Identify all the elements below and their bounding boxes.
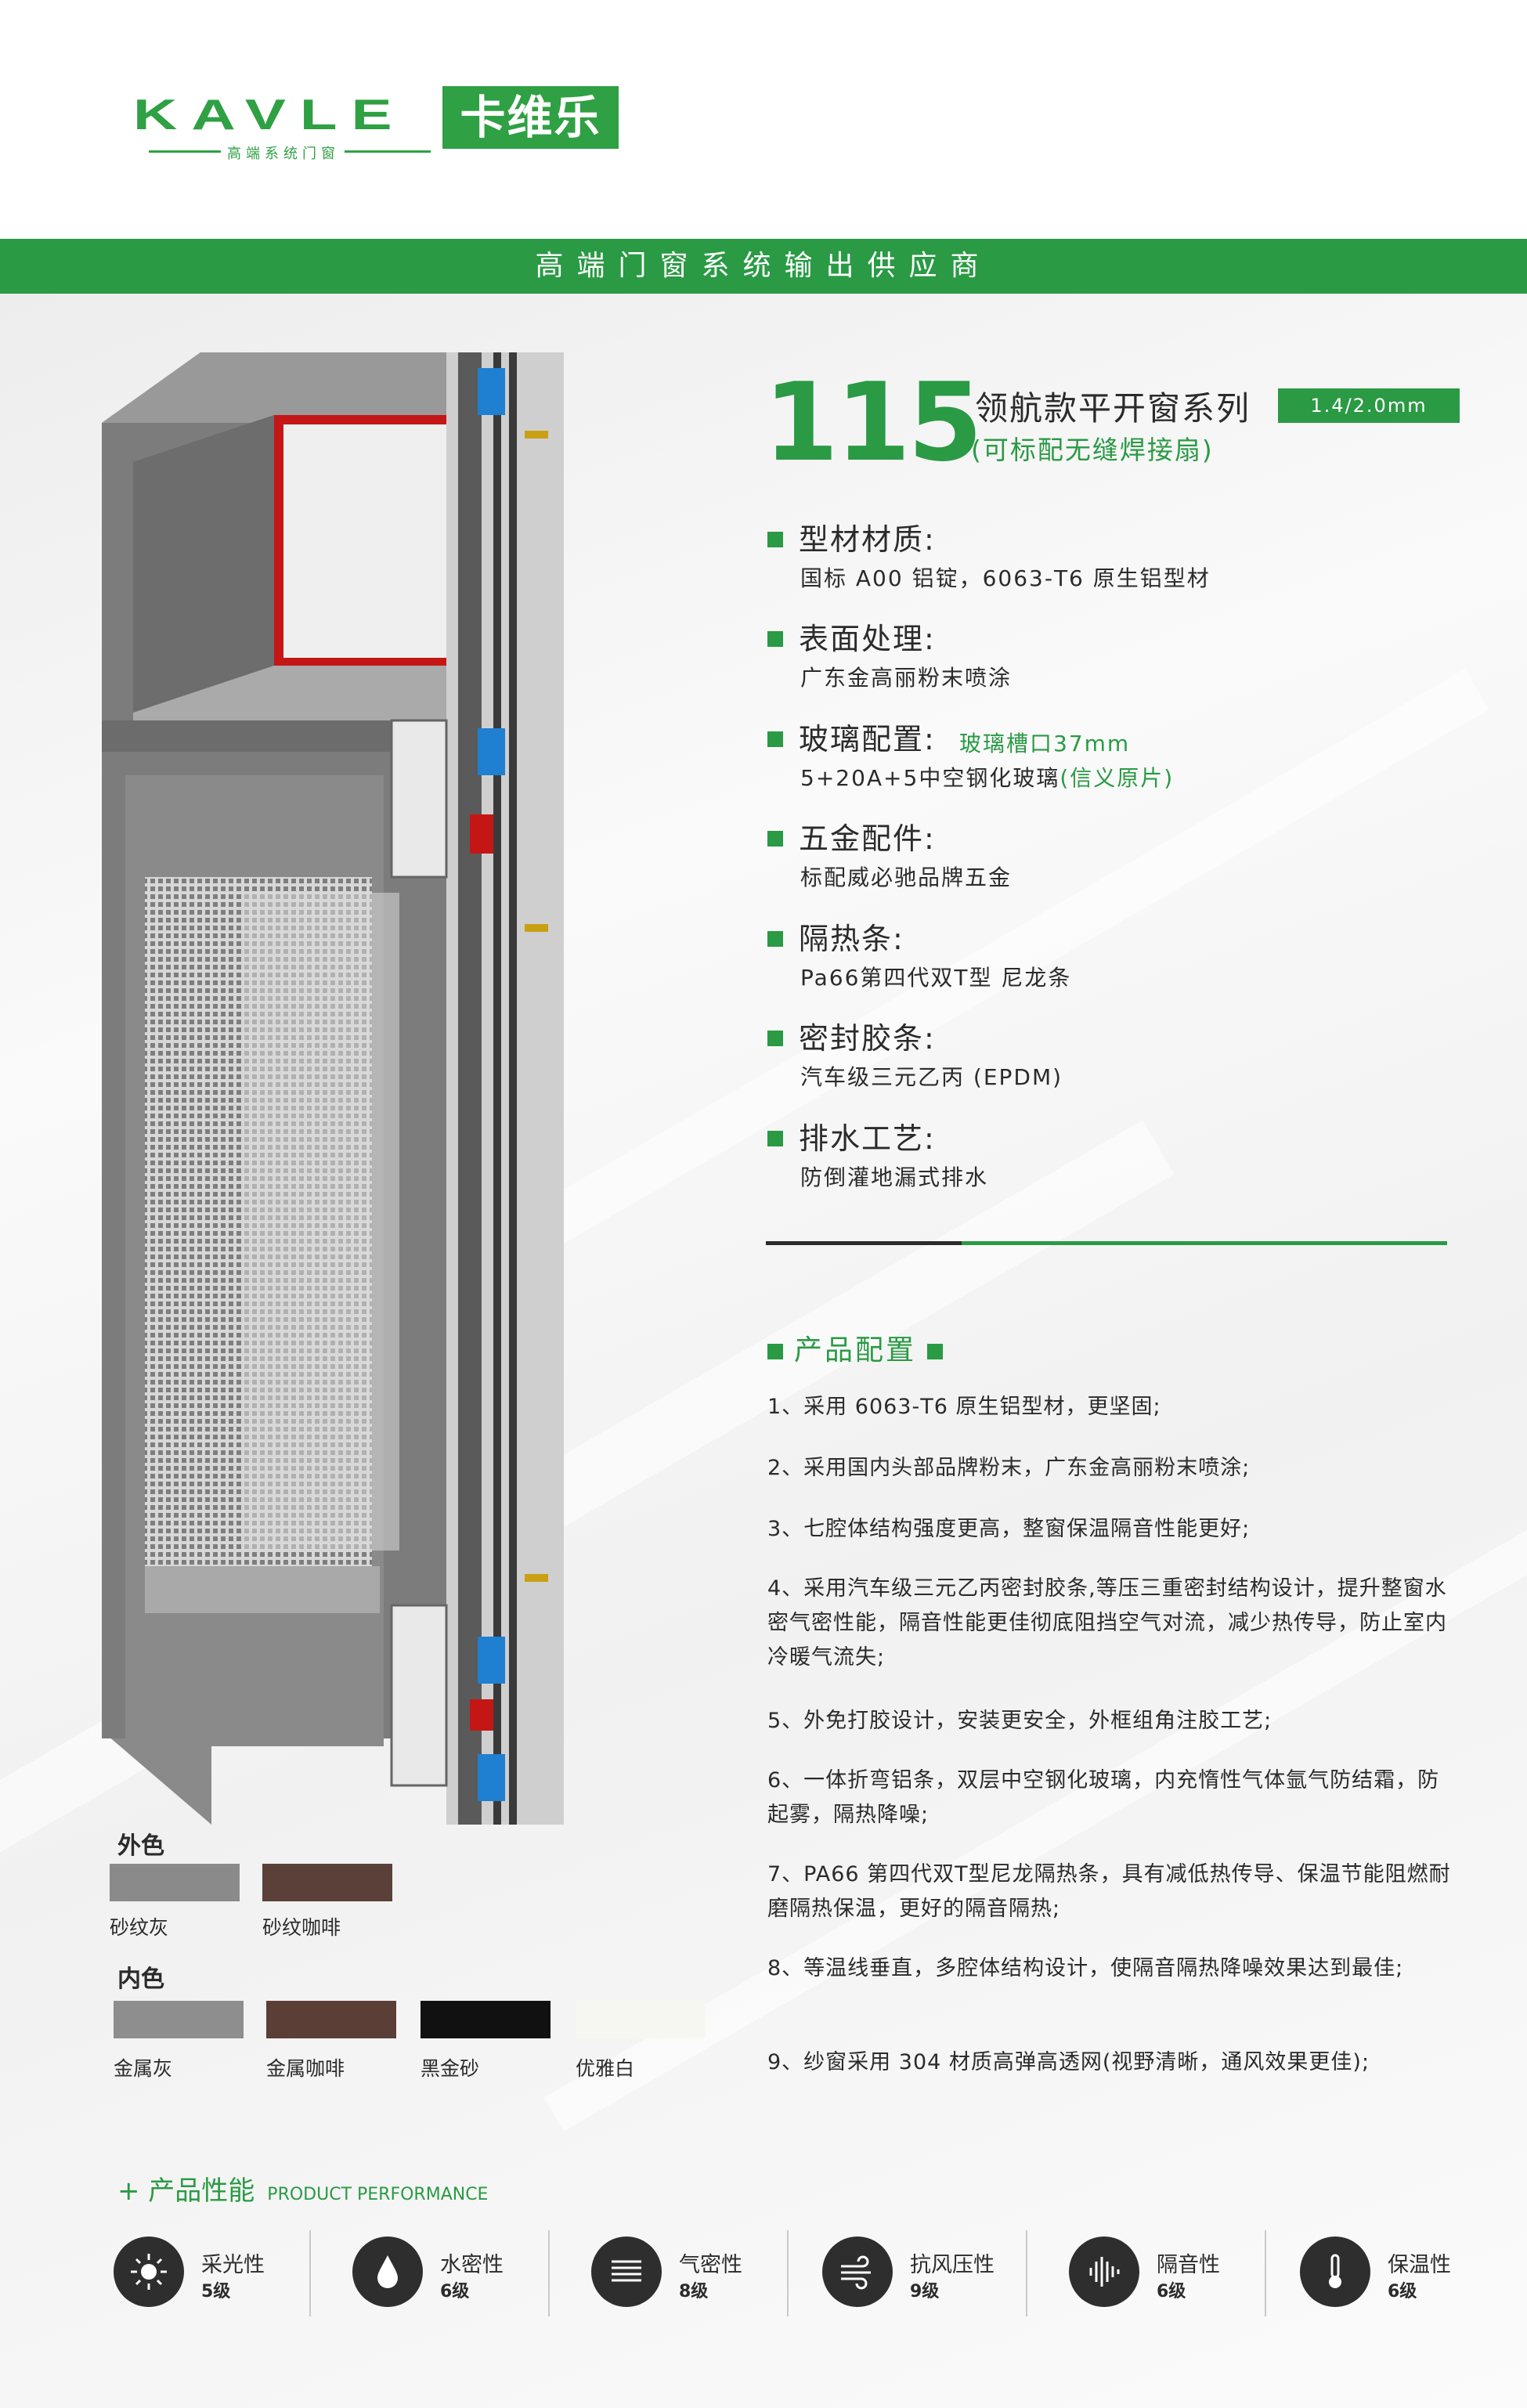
swatch-label: 优雅白 bbox=[576, 2057, 635, 2080]
bullet-square bbox=[767, 631, 783, 647]
perf-level: 6级 bbox=[1388, 2282, 1417, 2301]
spec-value: 汽车级三元乙丙 (EPDM) bbox=[800, 1064, 1063, 1090]
perf-name: 保温性 bbox=[1388, 2253, 1451, 2277]
divider-green bbox=[962, 1241, 1447, 1245]
swatch-label: 金属灰 bbox=[114, 2057, 173, 2080]
air-lines-icon bbox=[591, 2237, 662, 2307]
spec-label: 表面处理: bbox=[799, 622, 936, 656]
spec-value: 国标 A00 铝锭，6063-T6 原生铝型材 bbox=[800, 565, 1211, 591]
perf-divider bbox=[1026, 2230, 1027, 2316]
perf-level: 6级 bbox=[1157, 2282, 1186, 2301]
spec-note: 玻璃槽口37mm bbox=[959, 731, 1131, 756]
swatch-label: 黑金砂 bbox=[421, 2057, 480, 2080]
sun-icon bbox=[114, 2237, 184, 2307]
perf-name: 隔音性 bbox=[1157, 2253, 1220, 2277]
perf-name: 气密性 bbox=[679, 2253, 742, 2277]
series-subtitle: (可标配无缝焊接扇) bbox=[971, 435, 1214, 465]
config-heading-text: 产品配置 bbox=[794, 1334, 917, 1366]
perf-sound-insulation: 隔音性 6级 bbox=[1069, 2232, 1304, 2318]
swatch-elegant-white bbox=[576, 2001, 706, 2038]
logo-tagline-line-right bbox=[345, 150, 431, 153]
spec-label: 排水工艺: bbox=[799, 1121, 936, 1156]
bullet-square bbox=[927, 1344, 944, 1359]
swatch-black-gold bbox=[421, 2001, 551, 2038]
perf-level: 5级 bbox=[201, 2282, 231, 2301]
swatch-metal-grey bbox=[114, 2001, 244, 2038]
performance-heading: + 产品性能 PRODUCT PERFORMANCE bbox=[117, 2169, 488, 2208]
perf-name: 水密性 bbox=[440, 2253, 504, 2277]
series-number: 115 bbox=[764, 359, 983, 486]
spec-value: 5+20A+5中空钢化玻璃 bbox=[800, 765, 1060, 791]
config-item: 3、七腔体结构强度更高，整窗保温隔音性能更好; bbox=[767, 1517, 1251, 1541]
config-item: 8、等温线垂直，多腔体结构设计，使隔音隔热降噪效果达到最佳; bbox=[767, 1956, 1404, 1980]
perf-level: 6级 bbox=[440, 2282, 470, 2301]
divider-dark bbox=[766, 1241, 962, 1245]
performance-heading-text: + 产品性能 bbox=[117, 2175, 255, 2207]
inner-color-heading: 内色 bbox=[117, 1966, 164, 1993]
perf-divider bbox=[787, 2230, 789, 2316]
water-drop-icon bbox=[352, 2237, 423, 2307]
swatch-sand-coffee bbox=[262, 1864, 392, 1901]
thermometer-icon bbox=[1300, 2237, 1370, 2307]
config-item: 4、采用汽车级三元乙丙密封胶条,等压三重密封结构设计，提升整窗水密气密性能，隔音… bbox=[767, 1576, 1447, 1670]
config-item: 6、一体折弯铝条，双层中空钢化玻璃，内充惰性气体氩气防结霜，防起雾，隔热降噪; bbox=[767, 1768, 1440, 1827]
swatch-metal-coffee bbox=[266, 2001, 396, 2038]
spec-value: 广东金高丽粉末喷涂 bbox=[800, 665, 1013, 691]
logo-wordmark: KAVLE bbox=[133, 90, 406, 139]
spec-label: 五金配件: bbox=[799, 821, 936, 856]
swatch-label: 砂纹咖啡 bbox=[262, 1916, 341, 1939]
outer-color-heading: 外色 bbox=[117, 1832, 164, 1860]
perf-divider bbox=[309, 2230, 311, 2316]
bullet-square bbox=[767, 532, 783, 547]
logo-tagline-line-left bbox=[149, 150, 221, 153]
perf-wind-pressure: 抗风压性 9级 bbox=[822, 2232, 1057, 2318]
perf-divider bbox=[548, 2230, 550, 2316]
window-cross-section-image bbox=[102, 345, 650, 1832]
logo-tagline: 高端系统门窗 bbox=[227, 146, 340, 162]
brand-logo: KAVLE 高端系统门窗 卡维乐 bbox=[133, 78, 634, 164]
spec-value: 标配威必驰品牌五金 bbox=[800, 865, 1013, 890]
spec-label: 隔热条: bbox=[799, 922, 904, 956]
config-item: 1、采用 6063-T6 原生铝型材，更坚固; bbox=[767, 1395, 1161, 1419]
perf-level: 9级 bbox=[910, 2282, 940, 2301]
perf-divider bbox=[1265, 2230, 1266, 2316]
bullet-square bbox=[767, 1031, 783, 1046]
perf-name: 抗风压性 bbox=[910, 2253, 995, 2277]
perf-level: 8级 bbox=[679, 2282, 709, 2301]
logo-cn-box: 卡维乐 bbox=[442, 86, 619, 149]
wind-icon bbox=[822, 2237, 893, 2307]
banner-slogan: 高端门窗系统输出供应商 bbox=[0, 239, 1527, 294]
spec-value-wrap: 5+20A+5中空钢化玻璃(信义原片) bbox=[800, 761, 1174, 792]
spec-label: 玻璃配置: bbox=[799, 722, 936, 756]
perf-daylight: 采光性 5级 bbox=[114, 2232, 348, 2318]
spec-value: 防倒灌地漏式排水 bbox=[800, 1164, 989, 1190]
swatch-label: 砂纹灰 bbox=[110, 1916, 169, 1939]
sound-wave-icon bbox=[1069, 2237, 1139, 2307]
bullet-square bbox=[767, 1131, 783, 1146]
spec-value-highlight: (信义原片) bbox=[1060, 765, 1175, 791]
bullet-square bbox=[767, 831, 783, 847]
perf-airtight: 气密性 8级 bbox=[591, 2232, 826, 2318]
performance-heading-en: PRODUCT PERFORMANCE bbox=[267, 2185, 489, 2204]
swatch-label: 金属咖啡 bbox=[266, 2057, 345, 2080]
spec-label: 密封胶条: bbox=[799, 1021, 936, 1056]
bullet-square bbox=[767, 931, 783, 947]
bullet-square bbox=[767, 1344, 783, 1359]
config-heading: 产品配置 bbox=[767, 1327, 954, 1368]
spec-value: Pa66第四代双T型 尼龙条 bbox=[800, 965, 1072, 991]
perf-watertight: 水密性 6级 bbox=[352, 2232, 587, 2318]
config-item: 2、采用国内头部品牌粉末，广东金高丽粉末喷涂; bbox=[767, 1456, 1251, 1480]
perf-thermal-insulation: 保温性 6级 bbox=[1300, 2232, 1527, 2318]
perf-name: 采光性 bbox=[201, 2253, 265, 2277]
config-item: 7、PA66 第四代双T型尼龙隔热条，具有减低热传导、保温节能阻燃耐磨隔热保温，… bbox=[767, 1862, 1451, 1921]
thickness-badge: 1.4/2.0mm bbox=[1278, 388, 1460, 423]
swatch-sand-grey bbox=[110, 1864, 240, 1901]
config-item: 5、外免打胶设计，安装更安全，外框组角注胶工艺; bbox=[767, 1709, 1272, 1733]
spec-label: 型材材质: bbox=[799, 522, 936, 557]
config-item: 9、纱窗采用 304 材质高弹高透网(视野清晰，通风效果更佳); bbox=[767, 2050, 1370, 2074]
series-title: 领航款平开窗系列 bbox=[975, 389, 1251, 428]
bullet-square bbox=[767, 731, 783, 747]
